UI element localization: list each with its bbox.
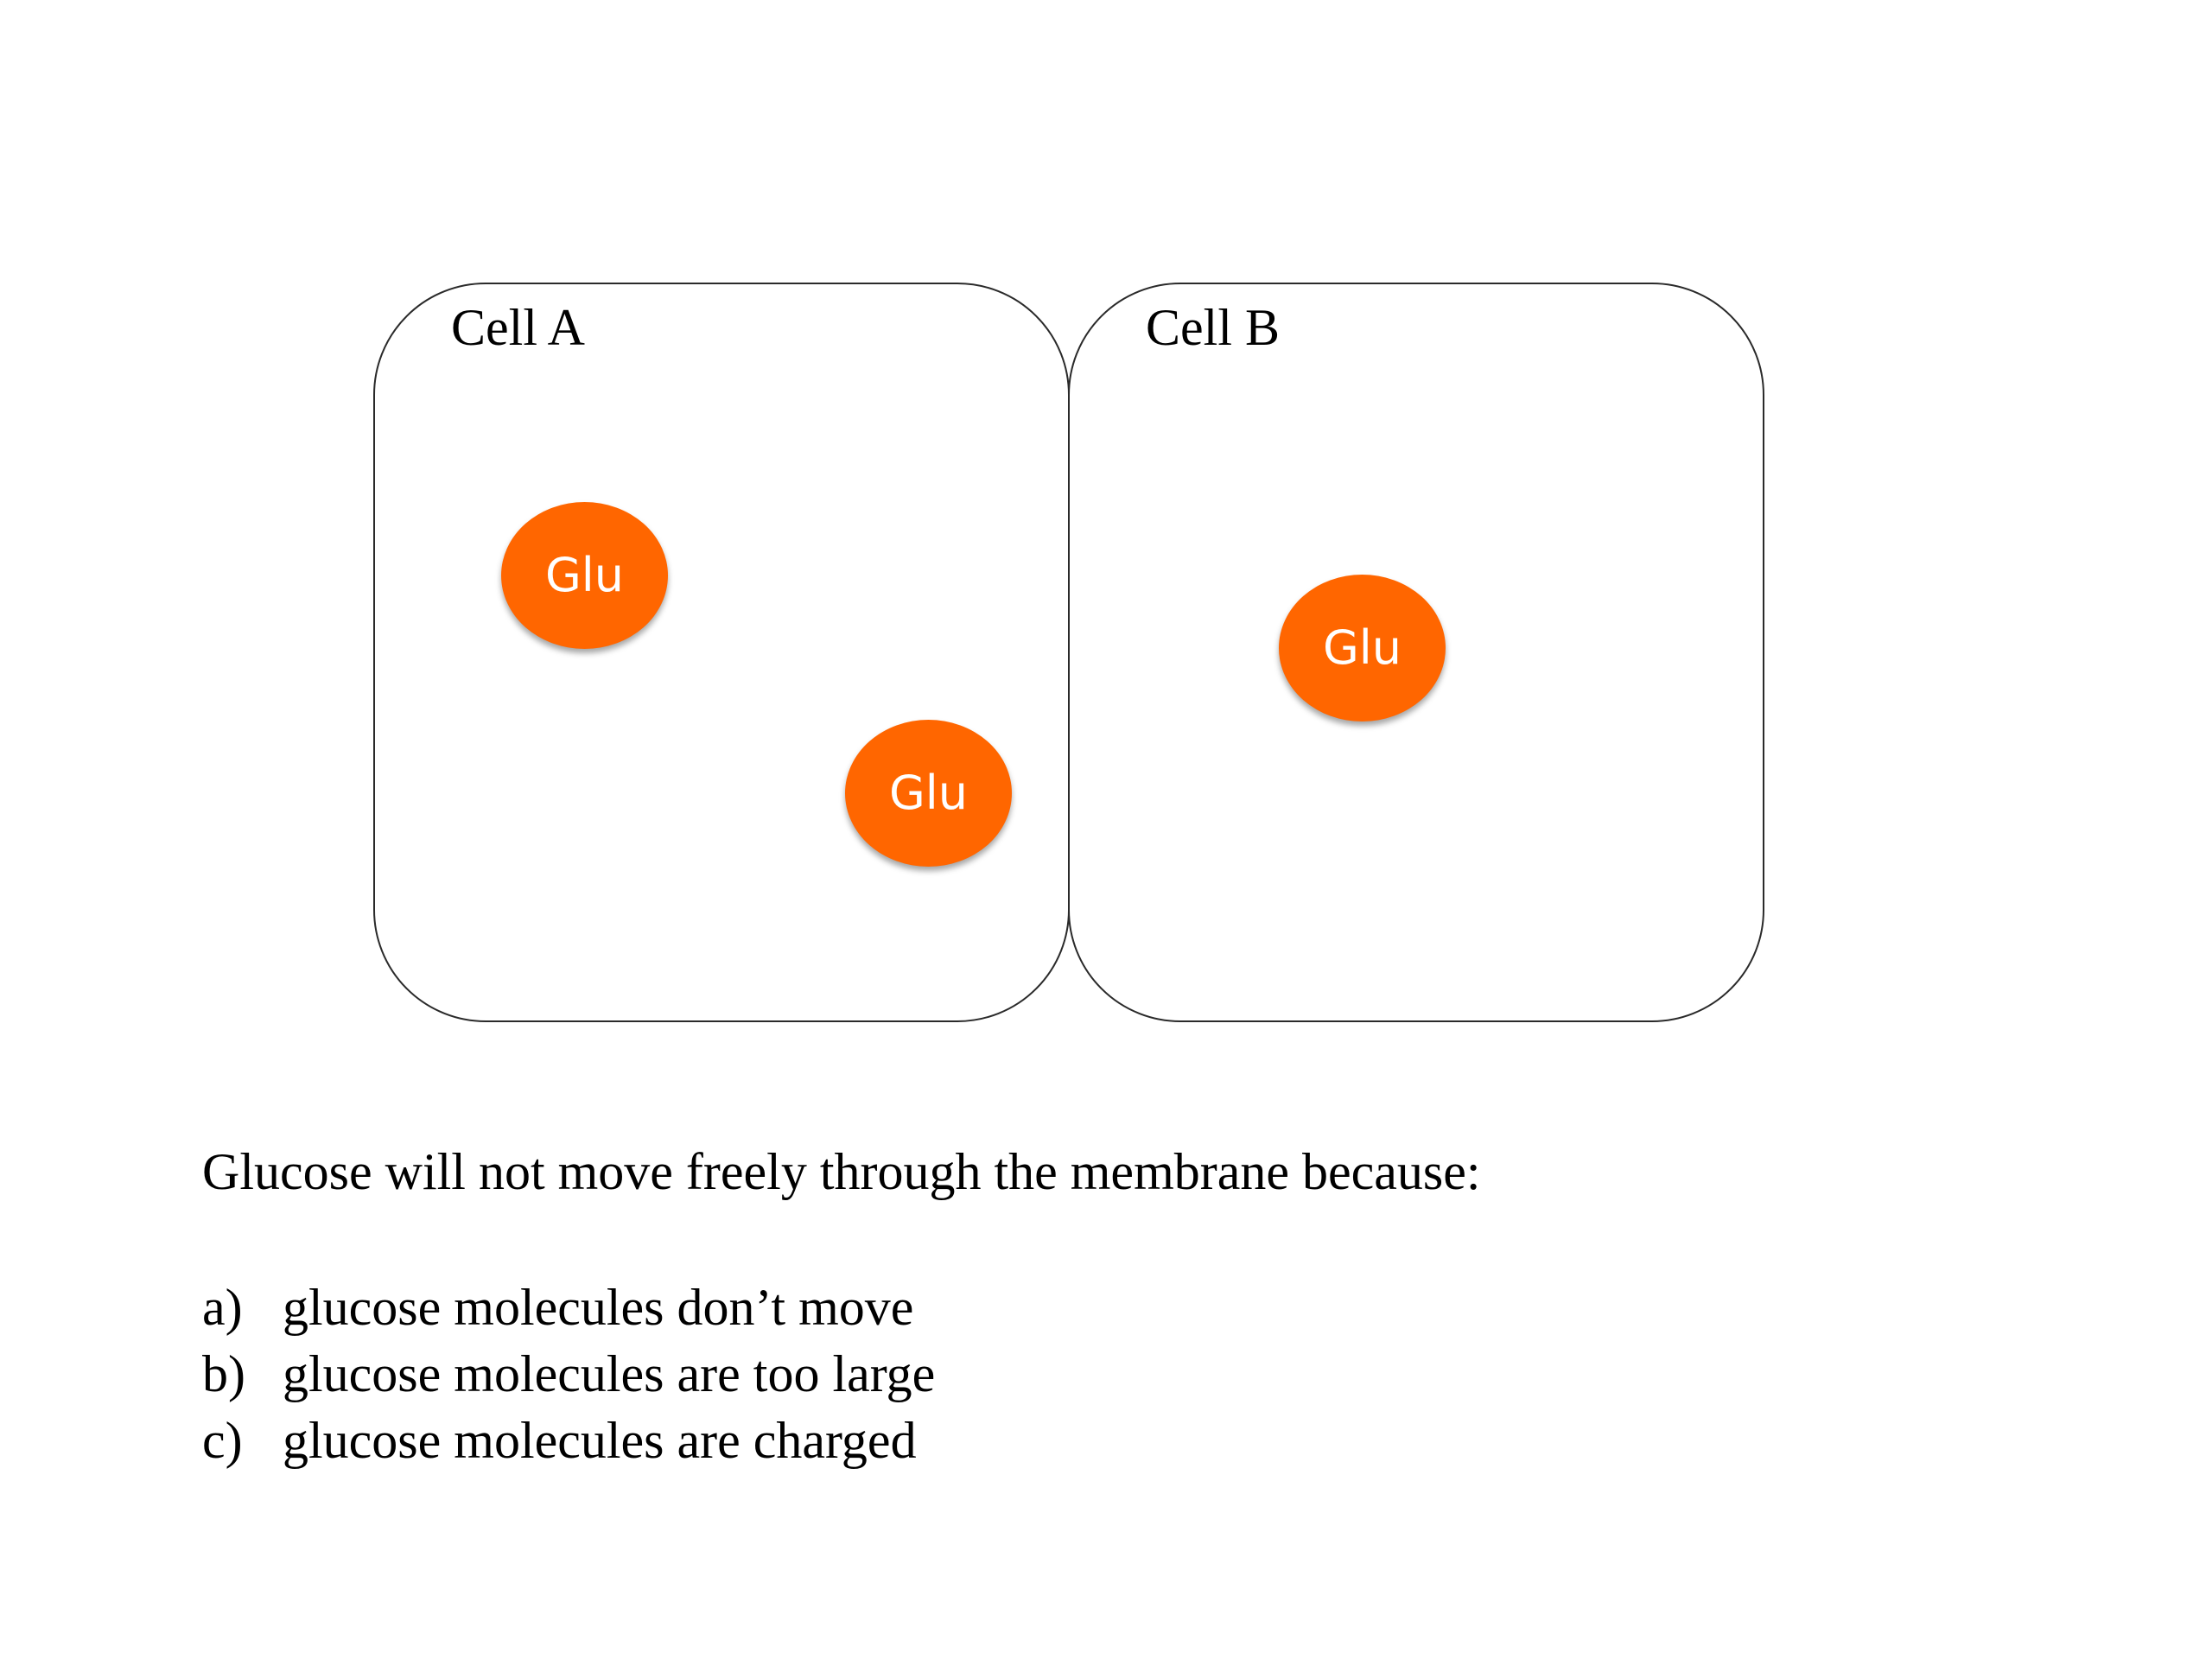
glucose-molecule: Glu: [1279, 575, 1446, 721]
option-text: glucose molecules are too large: [283, 1345, 936, 1402]
molecule-label: Glu: [544, 548, 625, 602]
option-text: glucose molecules are charged: [283, 1412, 917, 1469]
option-letter: a): [202, 1279, 243, 1336]
answer-options: a) glucose molecules don’t move b) glucose…: [202, 1274, 935, 1474]
question-text: Glucose will not move freely through the…: [202, 1143, 1481, 1200]
cell-b: Cell B Glu: [1068, 283, 1764, 1022]
option-letter: c): [202, 1412, 243, 1469]
cell-a-label: Cell A: [451, 299, 586, 356]
molecule-label: Glu: [888, 766, 969, 820]
answer-option-a[interactable]: a) glucose molecules don’t move: [202, 1274, 935, 1341]
glucose-molecule: Glu: [845, 720, 1012, 867]
glucose-molecule: Glu: [501, 502, 668, 649]
cell-a: Cell A Glu Glu: [373, 283, 1070, 1022]
answer-option-c[interactable]: c) glucose molecules are charged: [202, 1408, 935, 1474]
cell-b-label: Cell B: [1146, 299, 1281, 356]
answer-option-b[interactable]: b) glucose molecules are too large: [202, 1341, 935, 1408]
option-text: glucose molecules don’t move: [283, 1279, 914, 1336]
option-letter: b): [202, 1345, 245, 1402]
molecule-label: Glu: [1322, 620, 1402, 675]
